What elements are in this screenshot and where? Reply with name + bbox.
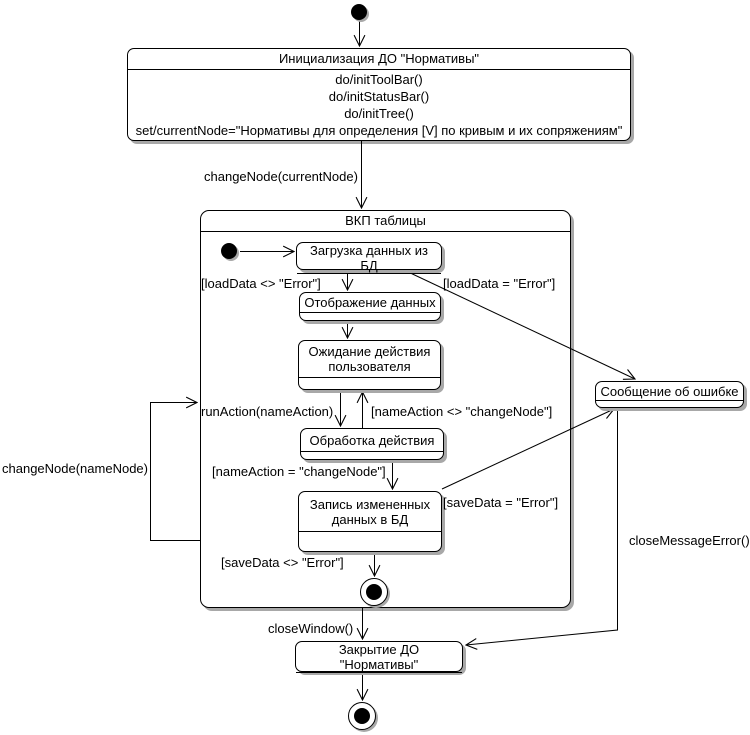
state-wait-user-action-label: Ожидание действия пользователя bbox=[308, 344, 431, 374]
final-state-node bbox=[348, 702, 376, 730]
state-load-data-compartment bbox=[297, 273, 441, 274]
state-load-data: Загрузка данных из БД bbox=[296, 242, 442, 274]
state-init-action-3: do/initTree() bbox=[344, 106, 414, 121]
transition-label-change-node-name: changeNode(nameNode) bbox=[2, 461, 148, 476]
state-wait-user-action-compartment bbox=[299, 377, 440, 389]
state-close-normativy-label: Закрытие ДО "Нормативы" bbox=[338, 642, 420, 672]
state-process-action-label: Обработка действия bbox=[309, 432, 435, 448]
state-error-message-compartment bbox=[596, 400, 743, 407]
inner-final-state-dot bbox=[366, 584, 382, 600]
transition-label-run-action: runAction(nameAction) bbox=[201, 404, 334, 419]
initial-state-node bbox=[351, 4, 367, 20]
state-display-data-label: Отображение данных bbox=[304, 295, 436, 310]
state-close-normativy-compartment bbox=[296, 672, 462, 673]
transition-label-save-ok: [saveData <> "Error"] bbox=[221, 555, 344, 570]
transition-label-load-ok: [loadData <> "Error"] bbox=[201, 276, 321, 291]
state-save-data: Запись измененных данных в БД bbox=[298, 491, 442, 552]
state-error-message-label: Сообщение об ошибке bbox=[600, 383, 739, 399]
state-init-action-4: set/currentNode="Нормативы для определен… bbox=[135, 123, 623, 138]
state-init-normativy: Инициализация ДО "Нормативы" do/initTool… bbox=[127, 48, 631, 141]
transition-label-name-action-eq: [nameAction = "changeNode"] bbox=[212, 464, 386, 479]
transition-label-change-node-current: changeNode(currentNode) bbox=[204, 169, 358, 184]
inner-final-state-node bbox=[360, 578, 388, 606]
state-process-action-compartment bbox=[301, 451, 443, 459]
transition-composite-self-loop bbox=[150, 403, 200, 541]
state-save-data-compartment bbox=[299, 531, 441, 551]
final-state-dot bbox=[354, 708, 370, 724]
transition-label-name-action-neq: [nameAction <> "changeNode"] bbox=[371, 404, 553, 419]
state-close-normativy: Закрытие ДО "Нормативы" bbox=[295, 641, 463, 673]
transition-label-save-error: [saveData = "Error"] bbox=[443, 495, 559, 510]
state-wait-user-action: Ожидание действия пользователя bbox=[298, 340, 441, 390]
transition-label-load-error: [loadData = "Error"] bbox=[443, 276, 556, 291]
transition-label-close-window: closeWindow() bbox=[268, 621, 354, 636]
state-save-data-label: Запись измененных данных в БД bbox=[309, 496, 431, 527]
state-init-action-2: do/initStatusBar() bbox=[328, 89, 430, 104]
state-display-data-compartment bbox=[300, 312, 440, 320]
state-load-data-label: Загрузка данных из БД bbox=[309, 243, 429, 273]
state-process-action: Обработка действия bbox=[300, 428, 444, 460]
state-init-title: Инициализация ДО "Нормативы" bbox=[128, 49, 630, 70]
state-vkp-title: ВКП таблицы bbox=[201, 211, 570, 232]
state-error-message: Сообщение об ошибке bbox=[595, 381, 744, 408]
state-init-action-1: do/initToolBar() bbox=[335, 72, 423, 87]
transition-label-close-message-error: closeMessageError() bbox=[629, 533, 750, 548]
state-display-data: Отображение данных bbox=[299, 292, 441, 321]
inner-initial-state-node bbox=[221, 243, 237, 259]
